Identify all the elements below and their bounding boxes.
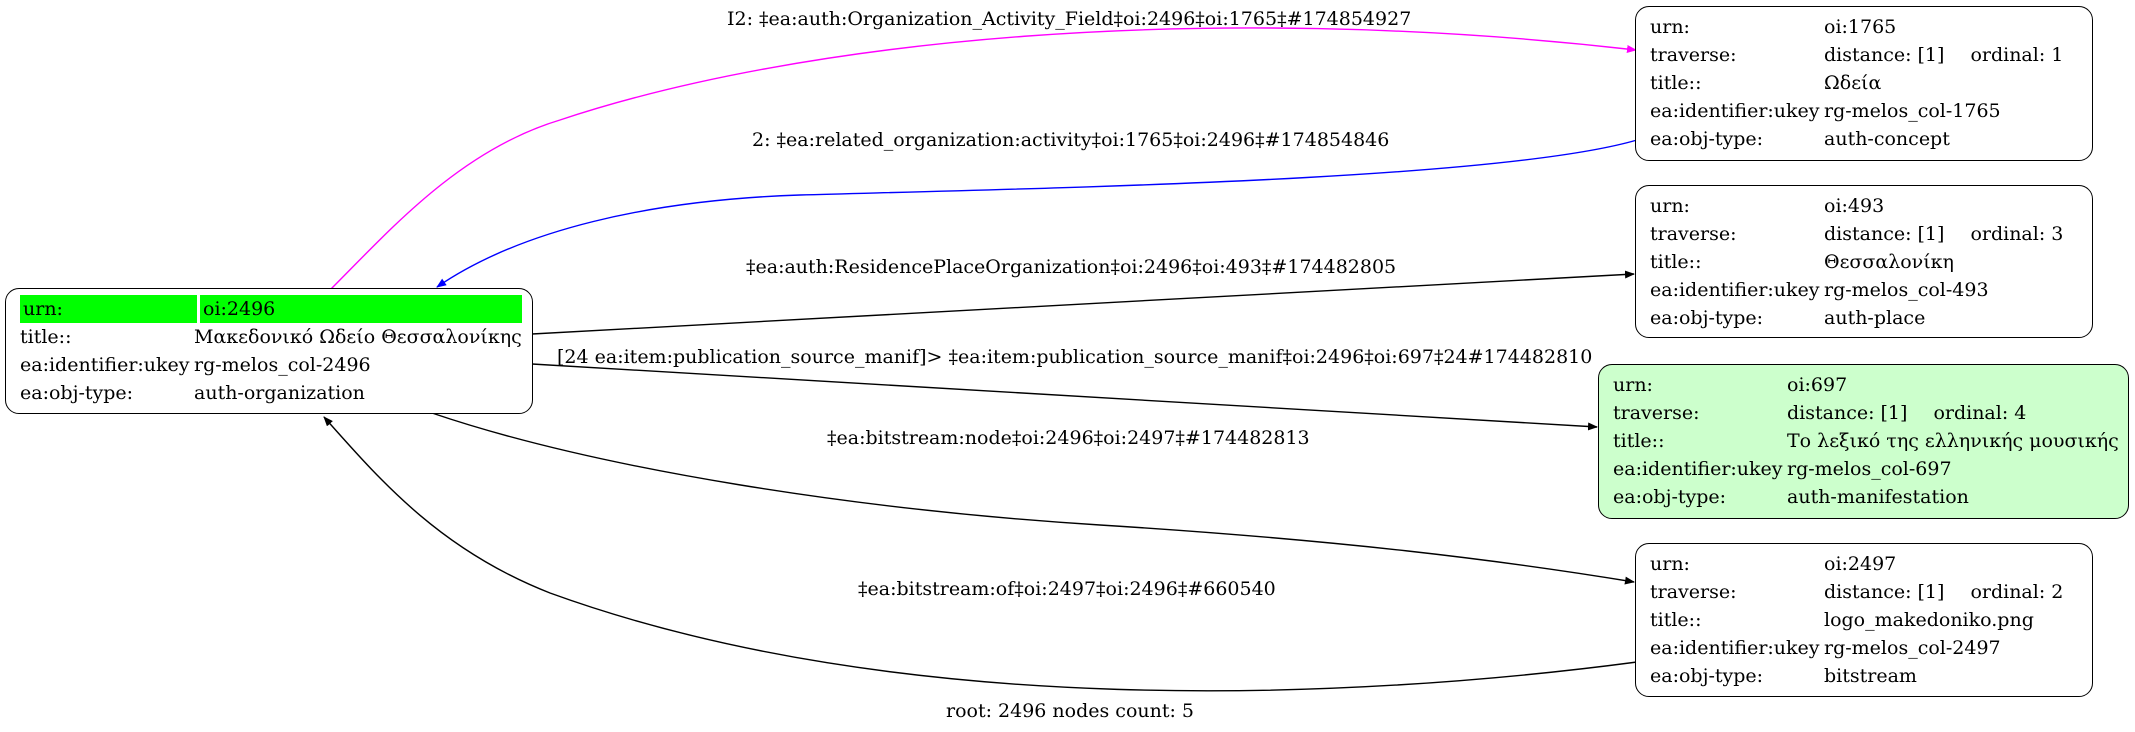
ukey-value: rg-melos_col-2496	[194, 354, 371, 376]
node-title-row: title::Ωδεία	[1650, 69, 2078, 97]
node-title-row: title::Το λεξικό της ελληνικής μουσικής	[1613, 427, 2119, 455]
node-urn-row: urn: oi:493	[1650, 192, 2078, 220]
node-traverse-row: traverse: distance: [1] ordinal: 2	[1650, 578, 2078, 606]
type-value: bitstream	[1824, 665, 1917, 687]
node-oi-493[interactable]: urn: oi:493 traverse: distance: [1] ordinal…	[1635, 185, 2093, 338]
title-value: Μακεδονικό Ωδείο Θεσσαλονίκης	[194, 326, 522, 348]
node-traverse-row: traverse: distance: [1] ordinal: 3	[1650, 220, 2078, 248]
title-key: title::	[1650, 609, 1702, 631]
edge-label-organization-activity-field: I2: ‡ea:auth:Organization_Activity_Field…	[727, 8, 1412, 30]
traverse-key: traverse:	[1650, 44, 1737, 66]
type-key: ea:obj-type:	[1650, 665, 1764, 687]
title-value: Το λεξικό της ελληνικής μουσικής	[1787, 430, 2119, 452]
urn-value: oi:2497	[1824, 553, 1897, 575]
edge-bitstream-of	[323, 416, 1638, 692]
type-key: ea:obj-type:	[20, 382, 134, 404]
title-key: title::	[1650, 251, 1702, 273]
ordinal-value: ordinal: 3	[1970, 223, 2064, 245]
ukey-key: ea:identifier:ukey	[1650, 637, 1820, 659]
traverse-value: distance: [1]	[1824, 44, 1945, 66]
ukey-key: ea:identifier:ukey	[1650, 100, 1820, 122]
ukey-value: rg-melos_col-697	[1787, 458, 1952, 480]
node-title-row: title::logo_makedoniko.png	[1650, 606, 2078, 634]
node-urn-row: urn: oi:697	[1613, 371, 2114, 399]
edge-residence-place-organization	[531, 270, 1635, 335]
node-oi-2497[interactable]: urn: oi:2497 traverse: distance: [1] ordina…	[1635, 543, 2093, 697]
urn-key: urn:	[1613, 374, 1653, 396]
ordinal-value: ordinal: 4	[1933, 402, 2027, 424]
node-oi-697[interactable]: urn: oi:697 traverse: distance: [1] ordinal…	[1598, 364, 2129, 519]
root-ukey-row: ea:identifier:ukey rg-melos_col-2496	[20, 351, 522, 379]
type-value: auth-place	[1824, 307, 1926, 329]
title-value: Θεσσαλονίκη	[1824, 251, 1954, 273]
traverse-key: traverse:	[1650, 223, 1737, 245]
type-value: auth-organization	[194, 382, 365, 404]
title-key: title::	[20, 326, 72, 348]
type-key: ea:obj-type:	[1613, 486, 1727, 508]
type-key: ea:obj-type:	[1650, 307, 1764, 329]
edge-label-residence-place-organization: ‡ea:auth:ResidencePlaceOrganization‡oi:2…	[746, 256, 1397, 278]
ukey-value: rg-melos_col-2497	[1824, 637, 2001, 659]
urn-key: urn:	[1650, 553, 1690, 575]
title-key: title::	[1613, 430, 1665, 452]
edge-publication-source-manif	[531, 363, 1598, 431]
node-type-row: ea:obj-type: auth-manifestation	[1613, 483, 2114, 511]
edge-related-organization-activity	[436, 139, 1638, 288]
node-title-row: title::Θεσσαλονίκη	[1650, 248, 2078, 276]
urn-value: oi:2496	[200, 295, 522, 323]
traverse-key: traverse:	[1650, 581, 1737, 603]
traverse-value: distance: [1]	[1824, 581, 1945, 603]
node-type-row: ea:obj-type: auth-concept	[1650, 125, 2078, 153]
node-traverse-row: traverse: distance: [1] ordinal: 4	[1613, 399, 2114, 427]
edge-label-publication-source-manif: [24 ea:item:publication_source_manif]> ‡…	[557, 346, 1593, 368]
edge-label-bitstream-node: ‡ea:bitstream:node‡oi:2496‡oi:2497‡#1744…	[827, 427, 1310, 449]
urn-key: urn:	[1650, 195, 1690, 217]
edge-bitstream-node	[431, 412, 1635, 585]
ukey-value: rg-melos_col-493	[1824, 279, 1989, 301]
type-key: ea:obj-type:	[1650, 128, 1764, 150]
node-urn-row: urn: oi:1765	[1650, 13, 2078, 41]
ukey-key: ea:identifier:ukey	[1613, 458, 1783, 480]
urn-value: oi:697	[1787, 374, 1848, 396]
edge-label-related-organization-activity: 2: ‡ea:related_organization:activity‡oi:…	[752, 129, 1390, 151]
ordinal-value: ordinal: 2	[1970, 581, 2064, 603]
node-urn-row: urn: oi:2497	[1650, 550, 2078, 578]
urn-key: urn:	[1650, 16, 1690, 38]
ordinal-value: ordinal: 1	[1970, 44, 2064, 66]
ukey-key: ea:identifier:ukey	[20, 354, 190, 376]
node-traverse-row: traverse: distance: [1] ordinal: 1	[1650, 41, 2078, 69]
node-type-row: ea:obj-type: bitstream	[1650, 662, 2078, 690]
title-value: logo_makedoniko.png	[1824, 609, 2034, 631]
node-type-row: ea:obj-type: auth-place	[1650, 304, 2078, 332]
edge-organization-activity-field	[330, 27, 1637, 290]
urn-key: urn:	[20, 295, 197, 323]
ukey-value: rg-melos_col-1765	[1824, 100, 2001, 122]
type-value: auth-manifestation	[1787, 486, 1969, 508]
type-value: auth-concept	[1824, 128, 1950, 150]
traverse-key: traverse:	[1613, 402, 1700, 424]
graph-footer: root: 2496 nodes count: 5	[946, 700, 1195, 722]
ukey-key: ea:identifier:ukey	[1650, 279, 1820, 301]
root-type-row: ea:obj-type: auth-organization	[20, 379, 522, 407]
title-key: title::	[1650, 72, 1702, 94]
root-urn-row: urn: oi:2496	[20, 295, 522, 323]
traverse-value: distance: [1]	[1787, 402, 1908, 424]
root-title-row: title:: Μακεδονικό Ωδείο Θεσσαλονίκης	[20, 323, 522, 351]
node-oi-1765[interactable]: urn: oi:1765 traverse: distance: [1] ordina…	[1635, 6, 2093, 161]
root-node[interactable]: urn: oi:2496 title:: Μακεδονικό Ωδείο Θε…	[5, 288, 533, 414]
urn-value: oi:1765	[1824, 16, 1897, 38]
edge-label-bitstream-of: ‡ea:bitstream:of‡oi:2497‡oi:2496‡#660540	[858, 578, 1276, 600]
urn-value: oi:493	[1824, 195, 1885, 217]
title-value: Ωδεία	[1824, 72, 1882, 94]
traverse-value: distance: [1]	[1824, 223, 1945, 245]
